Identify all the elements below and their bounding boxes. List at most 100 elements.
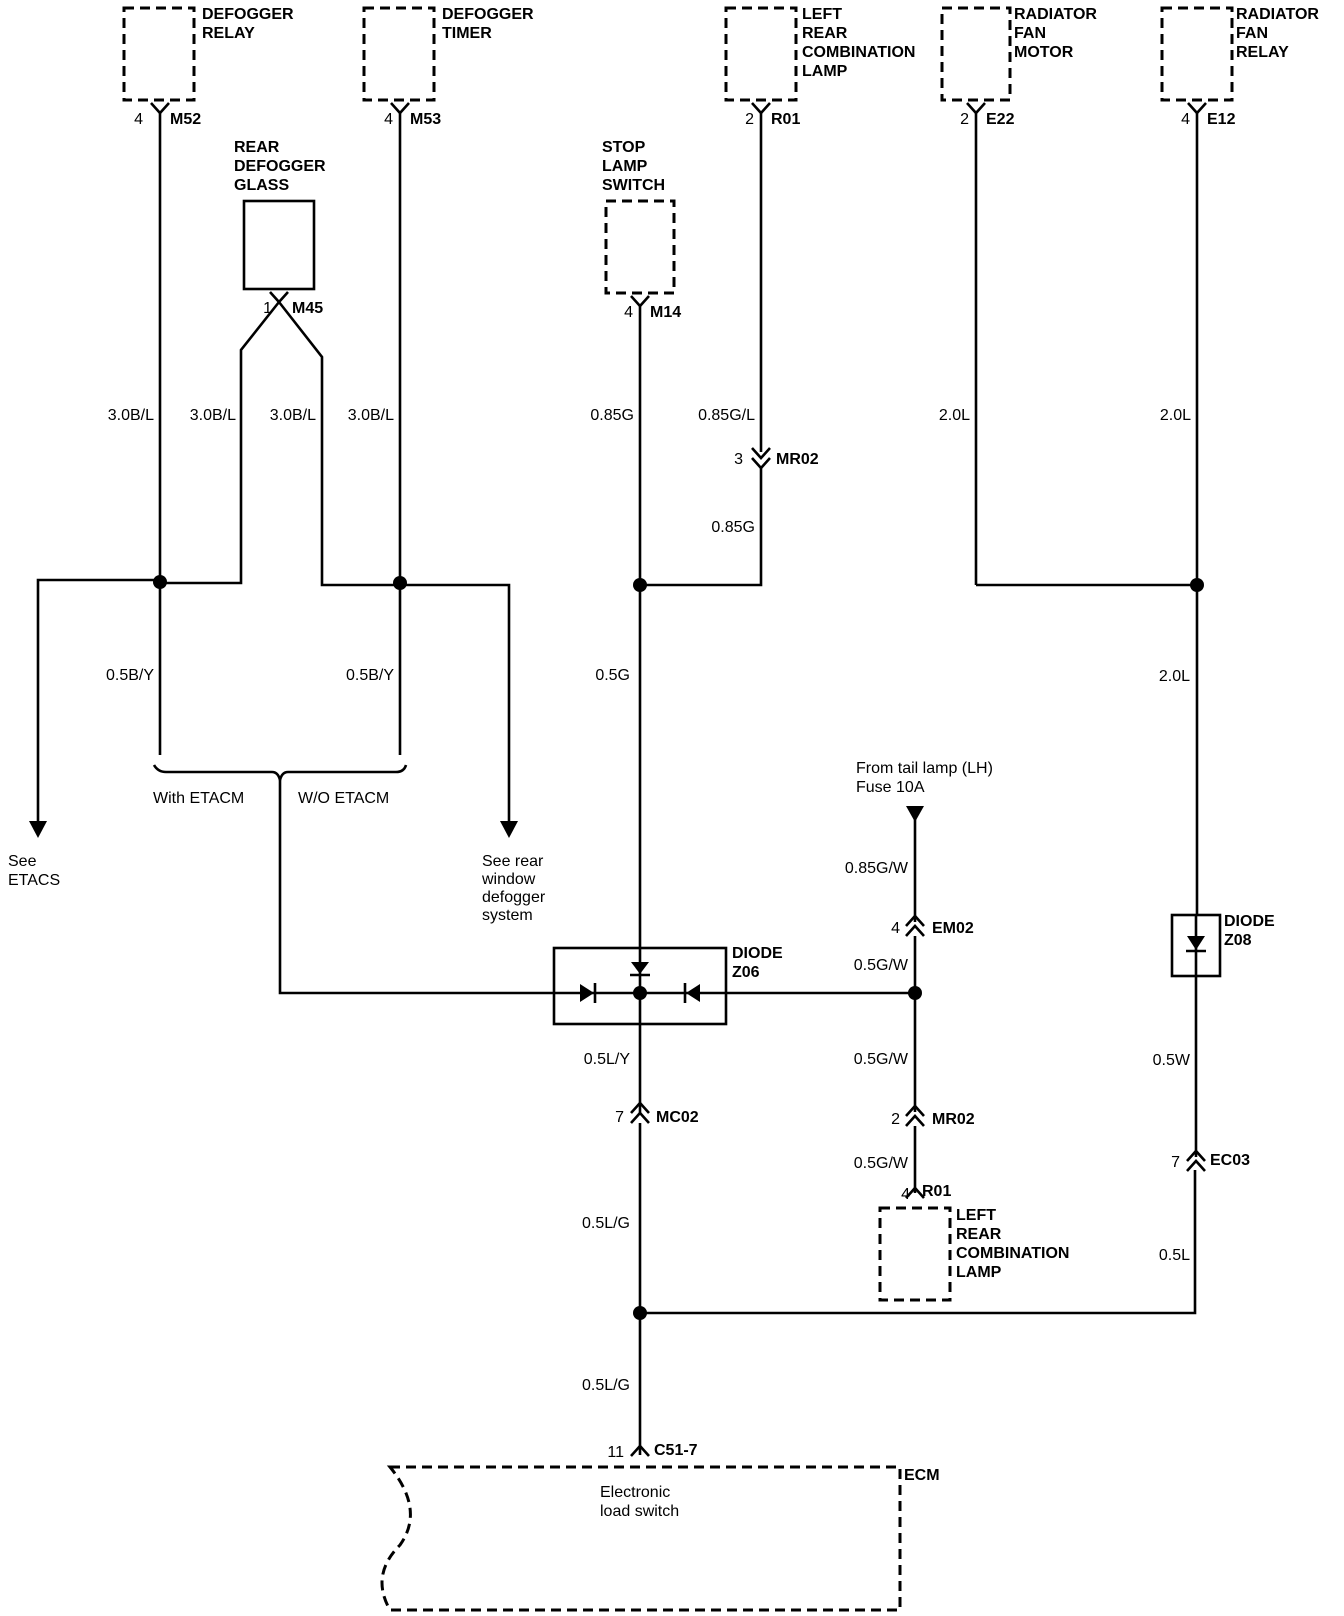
defogger-relay-label-1: DEFOGGER — [202, 6, 294, 23]
connector-m53: 4 M53 — [384, 102, 441, 128]
lrcl-top-label-3: COMBINATION — [802, 44, 915, 61]
ecm: ECM Electronic load switch — [380, 1465, 940, 1612]
e22-pin: 2 — [960, 111, 969, 128]
connector-m52: 4 M52 — [134, 102, 201, 128]
sls-label-3: SWITCH — [602, 177, 665, 194]
defogger-timer-label-2: TIMER — [442, 25, 492, 42]
wire-label-by-left: 0.5B/Y — [106, 667, 154, 684]
mr02-top-name: MR02 — [776, 451, 819, 468]
mr02-top-pin: 3 — [734, 451, 743, 468]
ecm-label: ECM — [904, 1467, 940, 1484]
connector-m45: 1 M45 — [263, 291, 323, 317]
lrcl-top-label-2: REAR — [802, 25, 848, 42]
rfr-label-1: RADIATOR — [1236, 6, 1319, 23]
wire-label-w: 0.5W — [1153, 1052, 1191, 1069]
mr02-bottom-name: MR02 — [932, 1111, 975, 1128]
rfm-label-3: MOTOR — [1014, 44, 1074, 61]
e22-name: E22 — [986, 111, 1015, 128]
wire-label-l: 0.5L — [1159, 1247, 1190, 1264]
ec03-name: EC03 — [1210, 1152, 1250, 1169]
left-rear-combination-lamp-bottom: LEFT REAR COMBINATION LAMP — [878, 1206, 1069, 1302]
r01-top-pin: 2 — [745, 111, 754, 128]
m52-name: M52 — [170, 111, 201, 128]
r01-bottom-pin: 4 — [901, 1186, 910, 1203]
note-see-etacs-1: See — [8, 853, 37, 870]
wire-label-g: 0.5G — [595, 667, 630, 684]
c51-7-pin: 11 — [607, 1444, 624, 1461]
wire-label-ly: 0.5L/Y — [584, 1051, 631, 1068]
note-see-rear-2: window — [481, 871, 536, 888]
rfm-label-1: RADIATOR — [1014, 6, 1097, 23]
lrcl-top-label-1: LEFT — [802, 6, 842, 23]
note-tail-lamp-2: Fuse 10A — [856, 779, 925, 796]
radiator-fan-motor: RADIATOR FAN MOTOR — [940, 6, 1097, 102]
diode-z08-label-2: Z08 — [1224, 932, 1252, 949]
m52-pin: 4 — [134, 111, 143, 128]
note-wo-etacm: W/O ETACM — [298, 790, 389, 807]
m14-name: M14 — [650, 304, 681, 321]
wire-label-e22: 2.0L — [939, 407, 970, 424]
wire-label-m45-right: 3.0B/L — [270, 407, 316, 424]
rdg-label-1: REAR — [234, 139, 280, 156]
wire-label-tail: 0.85G/W — [845, 860, 909, 877]
note-see-etacs-2: ETACS — [8, 872, 60, 889]
r01-bottom-name: R01 — [922, 1183, 951, 1200]
note-with-etacm: With ETACM — [153, 790, 244, 807]
lrcl-bottom-label-4: LAMP — [956, 1264, 1002, 1281]
stop-lamp-wiring — [633, 113, 771, 955]
note-see-rear-3: defogger — [482, 889, 546, 906]
rdg-label-3: GLASS — [234, 177, 289, 194]
rdg-label-2: DEFOGGER — [234, 158, 326, 175]
em02-name: EM02 — [932, 920, 974, 937]
radiator-fan-relay: RADIATOR FAN RELAY — [1160, 6, 1319, 102]
wire-label-gw2: 0.5G/W — [854, 1051, 909, 1068]
r01-top-name: R01 — [771, 111, 800, 128]
e12-pin: 4 — [1181, 111, 1190, 128]
tail-lamp-wiring — [905, 806, 925, 1199]
wire-label-lg2: 0.5L/G — [582, 1377, 630, 1394]
m53-name: M53 — [410, 111, 441, 128]
wire-label-m45-left: 3.0B/L — [190, 407, 236, 424]
wire-label-mr02-lower: 0.85G — [711, 519, 755, 536]
mc02-pin: 7 — [615, 1109, 624, 1126]
m53-pin: 4 — [384, 111, 393, 128]
m45-pin: 1 — [263, 300, 272, 317]
lrcl-bottom-label-3: COMBINATION — [956, 1245, 1069, 1262]
diode-z06-label-1: DIODE — [732, 945, 783, 962]
wire-label-m53: 3.0B/L — [348, 407, 394, 424]
connector-r01-top: 2 R01 — [745, 102, 800, 128]
radiator-fan-wiring — [974, 113, 1222, 1172]
c51-7-name: C51-7 — [654, 1442, 698, 1459]
wire-label-gw1: 0.5G/W — [854, 957, 909, 974]
ec03-pin: 7 — [1171, 1154, 1180, 1171]
connector-e22: 2 E22 — [960, 102, 1015, 128]
mr02-bottom-pin: 2 — [891, 1111, 900, 1128]
connector-m14: 4 M14 — [624, 295, 681, 321]
defogger-relay-label-2: RELAY — [202, 25, 255, 42]
em02-pin: 4 — [891, 920, 900, 937]
left-rear-combination-lamp-top: LEFT REAR COMBINATION LAMP — [724, 6, 915, 102]
wire-label-m52: 3.0B/L — [108, 407, 154, 424]
lrcl-top-label-4: LAMP — [802, 63, 848, 80]
m45-name: M45 — [292, 300, 323, 317]
diode-z06: DIODE Z06 — [552, 945, 783, 1026]
note-see-rear-1: See rear — [482, 853, 544, 870]
electronic-load-switch-1: Electronic — [600, 1484, 670, 1501]
wire-label-by-right: 0.5B/Y — [346, 667, 394, 684]
e12-name: E12 — [1207, 111, 1236, 128]
wire-label-e12: 2.0L — [1160, 407, 1191, 424]
wire-label-l-right: 2.0L — [1159, 668, 1190, 685]
lrcl-bottom-label-1: LEFT — [956, 1207, 996, 1224]
m14-pin: 4 — [624, 304, 633, 321]
defogger-timer-label-1: DEFOGGER — [442, 6, 534, 23]
wire-label-r01-upper: 0.85G/L — [698, 407, 755, 424]
defogger-relay: DEFOGGER RELAY — [122, 6, 294, 102]
rfm-label-2: FAN — [1014, 25, 1046, 42]
diode-z06-label-2: Z06 — [732, 964, 760, 981]
defogger-timer: DEFOGGER TIMER — [362, 6, 534, 102]
defogger-wiring — [29, 113, 554, 995]
connector-e12: 4 E12 — [1181, 102, 1236, 128]
wire-label-m14: 0.85G — [590, 407, 634, 424]
note-see-rear-4: system — [482, 907, 533, 924]
